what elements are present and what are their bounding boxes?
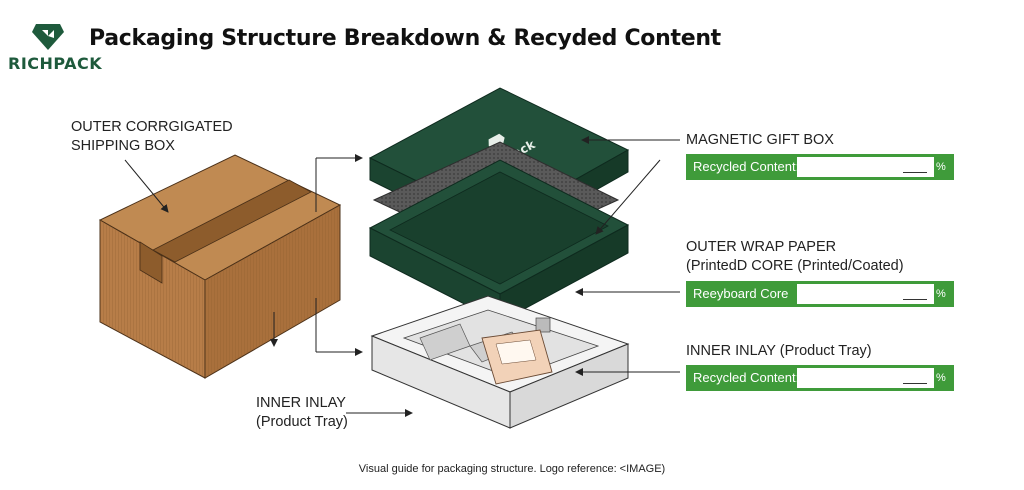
inner-inlay-tray: [370, 295, 630, 429]
percent-unit: %: [936, 288, 946, 300]
label-outer-wrap-line2: (PrintedD CORE (Printed/Coated): [686, 258, 904, 274]
core-content-input[interactable]: [797, 284, 934, 304]
label-outer-box-line2: SHIPPING BOX: [71, 138, 175, 154]
caption: Visual guide for packaging structure. Lo…: [358, 463, 666, 475]
recycled-content-input[interactable]: [797, 368, 934, 388]
percent-unit: %: [936, 161, 946, 173]
arrow-outer-box: [124, 159, 169, 213]
label-inner-inlay-right: INNER INLAY (Product Tray): [686, 343, 872, 359]
brand-logo: RICHPACK: [8, 24, 103, 76]
label-outer-box: OUTER CORRGIGATED SHIPPING BOX: [71, 118, 233, 156]
field-magnetic-box: Recycled Content: %: [686, 154, 954, 180]
label-inner-inlay-left-line1: INNER INLAY: [256, 395, 346, 411]
field-inner-inlay: Recycled Content: %: [686, 365, 954, 391]
logo-text: RICHPACK: [8, 54, 103, 73]
page-title: Packaging Structure Breakdown & Recyded …: [89, 26, 721, 51]
label-magnetic-box: MAGNETIC GIFT BOX: [686, 132, 834, 148]
arrow-wrap-paper: [595, 159, 661, 235]
shipping-box: [98, 154, 342, 379]
field-label: Recycled Content:: [693, 370, 800, 385]
label-outer-wrap: OUTER WRAP PAPER (PrintedD CORE (Printed…: [686, 238, 904, 276]
percent-unit: %: [936, 372, 946, 384]
field-label: Reeyboard Core: [693, 286, 789, 301]
field-outer-wrap: Reeyboard Core %: [686, 281, 954, 307]
leader-lines: [124, 136, 680, 417]
recycled-content-input[interactable]: [797, 157, 934, 177]
label-outer-box-line1: OUTER CORRGIGATED: [71, 119, 233, 135]
logo-mark-icon: [32, 24, 64, 50]
label-inner-inlay-left: INNER INLAY (Product Tray): [256, 394, 348, 432]
field-label: Recycled Content:: [693, 159, 800, 174]
label-outer-wrap-line1: OUTER WRAP PAPER: [686, 239, 837, 255]
gift-box-base: [368, 159, 630, 323]
label-inner-inlay-left-line2: (Product Tray): [256, 414, 348, 430]
